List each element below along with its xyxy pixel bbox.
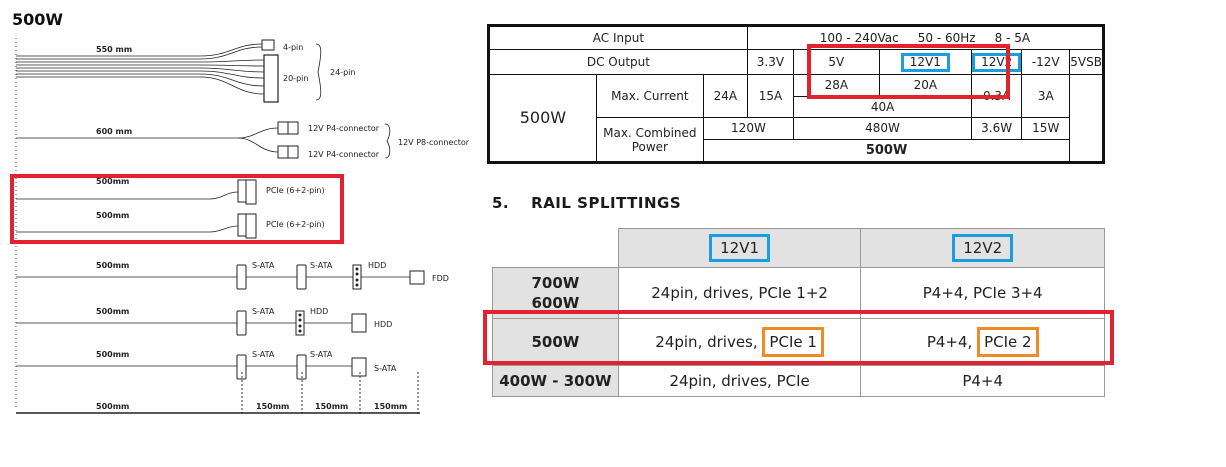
row-700-rail1: 24pin, drives, PCIe 1+2 [617, 267, 862, 319]
length-scale: 500mm 150mm 150mm 150mm [16, 402, 420, 414]
p8-cable-length: 600 mm [96, 127, 132, 136]
rail-5v: 5V [793, 49, 880, 75]
spec-model: 500W [488, 73, 597, 164]
table-row: 700W 600W 24pin, drives, PCIe 1+2 P4+4, … [492, 267, 1105, 319]
current-3v3: 24A [702, 73, 748, 119]
combined-12v: 480W [793, 117, 973, 140]
pcie1-highlight: PCIe 1 [762, 327, 824, 357]
combined-5vsb: 15W [1021, 117, 1071, 140]
pcie2-highlight: PCIe 2 [977, 327, 1039, 357]
row-400-rail2: P4+4 [860, 365, 1105, 397]
drive-1-length: 500mm [96, 261, 129, 270]
drive-1-c1: S-ATA [252, 261, 275, 270]
current-12v2: 20A [878, 73, 973, 98]
scale-150mm-1: 150mm [256, 402, 289, 411]
row-500-rail2: P4+4, PCIe 2 [860, 318, 1105, 366]
total-power: 500W [702, 138, 1071, 164]
label-p4-b: 12V P4-connector [308, 150, 380, 159]
drive-3-length: 500mm [96, 350, 129, 359]
drive-cable-2: 500mm S-ATA HDD HDD [16, 307, 392, 336]
scale-150mm-3: 150mm [374, 402, 407, 411]
drive-2-c1: S-ATA [252, 307, 275, 316]
row-500-rail1: 24pin, drives, PCIe 1 [617, 318, 862, 366]
row-500-rail2-text: P4+4, [926, 333, 978, 351]
row-models-700-600: 700W 600W [492, 267, 619, 319]
row-400-rail1: 24pin, drives, PCIe [617, 365, 862, 397]
pcie-1-label: PCIe (6+2-pin) [266, 186, 325, 195]
scale-150mm-2: 150mm [315, 402, 348, 411]
scale-500mm: 500mm [96, 402, 129, 411]
pcie-cable-1: 500mm PCIe (6+2-pin) [16, 177, 325, 205]
rail-splittings-heading: 5. RAIL SPLITTINGS [492, 194, 681, 212]
drive-3-c1: S-ATA [252, 350, 275, 359]
row-model-500w: 500W [492, 318, 619, 366]
dc-output-spec-table: AC Input 100 - 240Vac 50 - 60Hz 8 - 5A D… [487, 24, 1105, 164]
rail-5vsb: 5VSB [1069, 49, 1104, 75]
row-model-400-300: 400W - 300W [492, 365, 619, 397]
rail-header-12v1-label: 12V1 [709, 234, 771, 262]
drive-2-c2: HDD [310, 307, 328, 316]
pcie-2-label: PCIe (6+2-pin) [266, 220, 325, 229]
rail-12v2-label: 12V2 [972, 52, 1022, 72]
current-5vsb: 3A [1021, 73, 1071, 119]
dc-output-label: DC Output [488, 49, 748, 75]
table-row: 400W - 300W 24pin, drives, PCIe P4+4 [492, 365, 1105, 397]
drive-cable-1: 500mm S-ATA S-ATA HDD FDD [16, 261, 449, 290]
rail-12v1-label: 12V1 [900, 52, 950, 72]
pcie-cable-2: 500mm PCIe (6+2-pin) [16, 211, 325, 239]
drive-3-c2: S-ATA [310, 350, 333, 359]
label-24pin: 24-pin [330, 68, 355, 77]
current-12v1: 28A [793, 73, 880, 98]
connector-4pin [261, 39, 275, 51]
label-4pin: 4-pin [283, 43, 303, 52]
drive-cable-3: 500mm S-ATA S-ATA S-ATA [16, 350, 397, 380]
max-combined-label: Max. Combined Power [595, 117, 704, 163]
combined-3v3-5v: 120W [702, 117, 795, 140]
main-24pin-cable: 550 mm 4-pin 20-pin 24-pin [16, 39, 355, 103]
section-title: RAIL SPLITTINGS [531, 194, 682, 212]
rail-3v3: 3.3V [746, 49, 795, 75]
table-row: 500W 24pin, drives, PCIe 1 P4+4, PCIe 2 [492, 318, 1105, 366]
current-12v-total: 40A [793, 96, 973, 119]
drive-1-c2: S-ATA [310, 261, 333, 270]
rail-header-12v2-label: 12V2 [952, 234, 1014, 262]
drive-2-end: HDD [374, 320, 392, 329]
connector-20pin [263, 54, 279, 103]
row-500-rail1-text: 24pin, drives, [655, 333, 763, 351]
label-20pin: 20-pin [283, 74, 308, 83]
label-p4-a: 12V P4-connector [308, 124, 380, 133]
drive-1-c3: HDD [368, 261, 386, 270]
connector-p4-a [277, 121, 289, 135]
combined-neg12v: 3.6W [971, 117, 1023, 140]
cable-diagram: 500W 550 mm 4-pin 20-pin 24-pin [12, 10, 470, 414]
rail-12v1: 12V1 [878, 49, 973, 75]
current-neg12v: 0.3A [971, 73, 1023, 119]
diagram-wattage-title: 500W [12, 10, 63, 29]
drive-1-end: FDD [432, 274, 449, 283]
current-5v: 15A [746, 73, 795, 119]
rail-header-12v1: 12V1 [617, 228, 862, 268]
row-700-rail2: P4+4, PCIe 3+4 [860, 267, 1105, 319]
ac-input-value: 100 - 240Vac 50 - 60Hz 8 - 5A [746, 24, 1105, 51]
rail-neg12v: -12V [1021, 49, 1071, 75]
model-600w: 600W [531, 294, 580, 312]
drive-3-end: S-ATA [374, 364, 397, 373]
rail-table-corner [492, 228, 619, 268]
rail-header-12v2: 12V2 [860, 228, 1105, 268]
pcie-1-length: 500mm [96, 177, 129, 186]
connector-p4-b [277, 145, 289, 159]
rail-12v2: 12V2 [971, 49, 1023, 75]
p8-cable: 600 mm 12V P4-connector 12V P4-connector… [16, 121, 470, 159]
section-number: 5. [492, 194, 510, 212]
main-cable-length: 550 mm [96, 45, 132, 54]
pcie-2-length: 500mm [96, 211, 129, 220]
model-700w: 700W [531, 274, 580, 292]
label-p8: 12V P8-connector [398, 138, 470, 147]
max-current-label: Max. Current [595, 73, 704, 119]
drive-2-length: 500mm [96, 307, 129, 316]
ac-input-label: AC Input [488, 24, 748, 51]
brace-24pin [315, 43, 322, 101]
rail-splittings-table: 12V1 12V2 700W 600W 24pin, drives, PCIe … [492, 228, 1105, 397]
